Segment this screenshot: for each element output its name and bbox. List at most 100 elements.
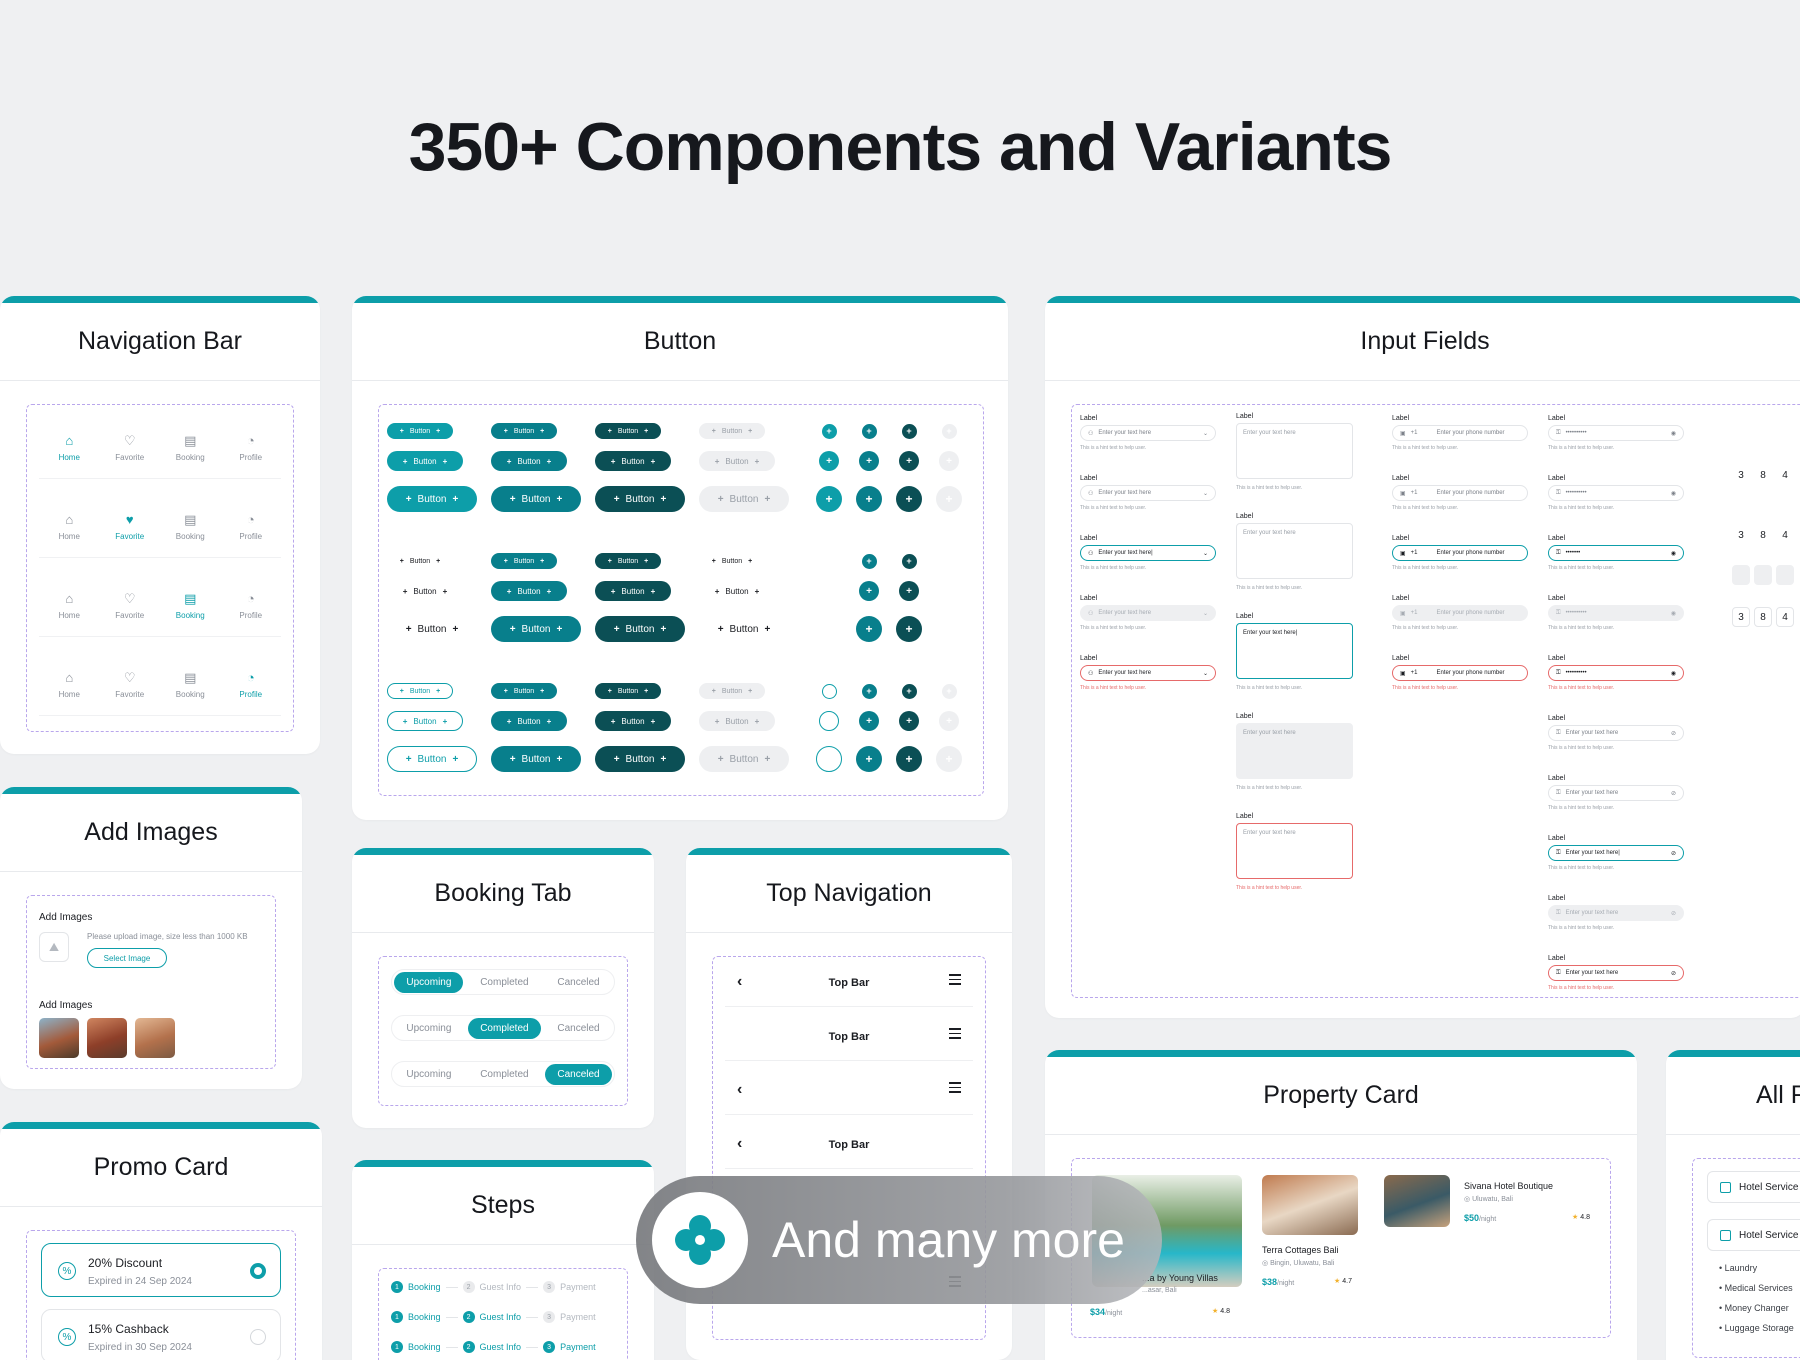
- icon-button[interactable]: +: [821, 683, 837, 699]
- nav-item[interactable]: ▤Booking: [165, 670, 215, 699]
- chevron-down-icon[interactable]: ⌄: [1202, 610, 1208, 617]
- step-label[interactable]: Guest Info: [479, 1312, 522, 1322]
- otp-digit[interactable]: 3: [1732, 607, 1750, 627]
- back-icon[interactable]: ‹: [737, 1081, 743, 1098]
- icon-button[interactable]: +: [899, 581, 919, 601]
- promo-radio[interactable]: [250, 1263, 266, 1279]
- chevron-down-icon[interactable]: ⌄: [1202, 550, 1208, 557]
- nav-item[interactable]: ⌂Home: [44, 591, 94, 620]
- icon-button[interactable]: +: [821, 423, 837, 439]
- eye-icon[interactable]: ◉: [1670, 550, 1676, 557]
- otp-digit[interactable]: [1754, 565, 1772, 585]
- button[interactable]: +Button+: [699, 711, 775, 731]
- tab-canceled[interactable]: Canceled: [557, 1022, 600, 1034]
- icon-button[interactable]: +: [859, 711, 879, 731]
- eye-off-icon[interactable]: ⊘: [1670, 790, 1676, 797]
- button[interactable]: +Button+: [387, 451, 463, 471]
- otp-digit[interactable]: 8: [1754, 607, 1772, 627]
- search-input[interactable]: ⚿Enter your text here⊘: [1548, 905, 1684, 921]
- icon-button[interactable]: +: [816, 616, 842, 642]
- icon-button[interactable]: +: [819, 581, 839, 601]
- otp-digit[interactable]: 4: [1776, 607, 1794, 627]
- icon-button[interactable]: +: [819, 711, 839, 731]
- icon-button[interactable]: +: [896, 486, 922, 512]
- button[interactable]: +Button+: [595, 683, 661, 699]
- text-input[interactable]: ⚇Enter your text here⌄: [1080, 605, 1216, 621]
- tab-upcoming[interactable]: Upcoming: [394, 971, 464, 993]
- icon-button[interactable]: +: [859, 451, 879, 471]
- icon-button[interactable]: +: [816, 746, 842, 772]
- eye-off-icon[interactable]: ⊘: [1670, 910, 1676, 917]
- search-input[interactable]: ⚿Enter your text here⊘: [1548, 785, 1684, 801]
- icon-button[interactable]: +: [901, 423, 917, 439]
- eye-off-icon[interactable]: ⊘: [1670, 850, 1676, 857]
- button[interactable]: +Button+: [491, 486, 581, 512]
- otp-digit[interactable]: 3: [1732, 465, 1750, 485]
- icon-button[interactable]: +: [861, 683, 877, 699]
- icon-button[interactable]: +: [939, 451, 959, 471]
- button[interactable]: +Button+: [699, 616, 789, 642]
- password-input[interactable]: ⚿••••••••••◉: [1548, 485, 1684, 501]
- nav-item[interactable]: ♡Favorite: [105, 433, 155, 462]
- tab-completed[interactable]: Completed: [480, 976, 529, 988]
- nav-item[interactable]: ◔Profile: [226, 670, 276, 699]
- step-label[interactable]: Guest Info: [479, 1342, 522, 1352]
- icon-button[interactable]: +: [941, 423, 957, 439]
- icon-button[interactable]: +: [896, 616, 922, 642]
- button[interactable]: +Button+: [595, 581, 671, 601]
- textarea[interactable]: Enter your text here: [1236, 423, 1353, 479]
- text-input[interactable]: ⚇Enter your text here⌄: [1080, 485, 1216, 501]
- textarea[interactable]: Enter your text here: [1236, 723, 1353, 779]
- text-input[interactable]: ⚇Enter your text here|⌄: [1080, 545, 1216, 561]
- password-input[interactable]: ⚿••••••••••◉: [1548, 605, 1684, 621]
- button[interactable]: +Button+: [387, 746, 477, 772]
- button[interactable]: +Button+: [387, 486, 477, 512]
- facility-item[interactable]: Hotel Service: [1707, 1171, 1800, 1203]
- property-image[interactable]: [1262, 1175, 1358, 1235]
- button[interactable]: +Button+: [491, 553, 557, 569]
- otp-digit[interactable]: 4: [1776, 465, 1794, 485]
- nav-item[interactable]: ⌂Home: [44, 670, 94, 699]
- tab-completed[interactable]: Completed: [468, 1017, 541, 1039]
- button[interactable]: +Button+: [491, 451, 567, 471]
- icon-button[interactable]: +: [859, 581, 879, 601]
- button[interactable]: +Button+: [595, 451, 671, 471]
- icon-button[interactable]: +: [941, 553, 957, 569]
- nav-item[interactable]: ▤Booking: [165, 591, 215, 620]
- button[interactable]: +Button+: [387, 711, 463, 731]
- select-image-button[interactable]: Select Image: [87, 948, 167, 968]
- button[interactable]: +Button+: [491, 711, 567, 731]
- button[interactable]: +Button+: [699, 581, 775, 601]
- textarea[interactable]: Enter your text here: [1236, 823, 1353, 879]
- textarea[interactable]: Enter your text here: [1236, 523, 1353, 579]
- icon-button[interactable]: +: [861, 423, 877, 439]
- step-label[interactable]: Booking: [408, 1342, 441, 1352]
- button[interactable]: +Button+: [699, 451, 775, 471]
- upload-icon[interactable]: ⛰: [39, 932, 69, 962]
- otp-digit[interactable]: 8: [1754, 465, 1772, 485]
- step-label[interactable]: Payment: [560, 1282, 596, 1292]
- button[interactable]: +Button+: [387, 581, 463, 601]
- eye-icon[interactable]: ◉: [1670, 490, 1676, 497]
- thumbnail-image[interactable]: [87, 1018, 127, 1058]
- chevron-down-icon[interactable]: ⌄: [1202, 430, 1208, 437]
- nav-item[interactable]: ♥Favorite: [105, 512, 155, 541]
- nav-item[interactable]: ◔Profile: [226, 433, 276, 462]
- step-label[interactable]: Booking: [408, 1312, 441, 1322]
- icon-button[interactable]: +: [856, 486, 882, 512]
- step-label[interactable]: Payment: [560, 1312, 596, 1322]
- promo-radio[interactable]: [250, 1329, 266, 1345]
- button[interactable]: +Button+: [491, 581, 567, 601]
- eye-off-icon[interactable]: ⊘: [1670, 730, 1676, 737]
- nav-item[interactable]: ◔Profile: [226, 512, 276, 541]
- button[interactable]: +Button+: [387, 423, 453, 439]
- chevron-down-icon[interactable]: ⌄: [1202, 490, 1208, 497]
- tab-canceled[interactable]: Canceled: [545, 1063, 612, 1085]
- eye-off-icon[interactable]: ⊘: [1670, 970, 1676, 977]
- step-label[interactable]: Guest Info: [479, 1282, 522, 1292]
- button[interactable]: +Button+: [595, 553, 661, 569]
